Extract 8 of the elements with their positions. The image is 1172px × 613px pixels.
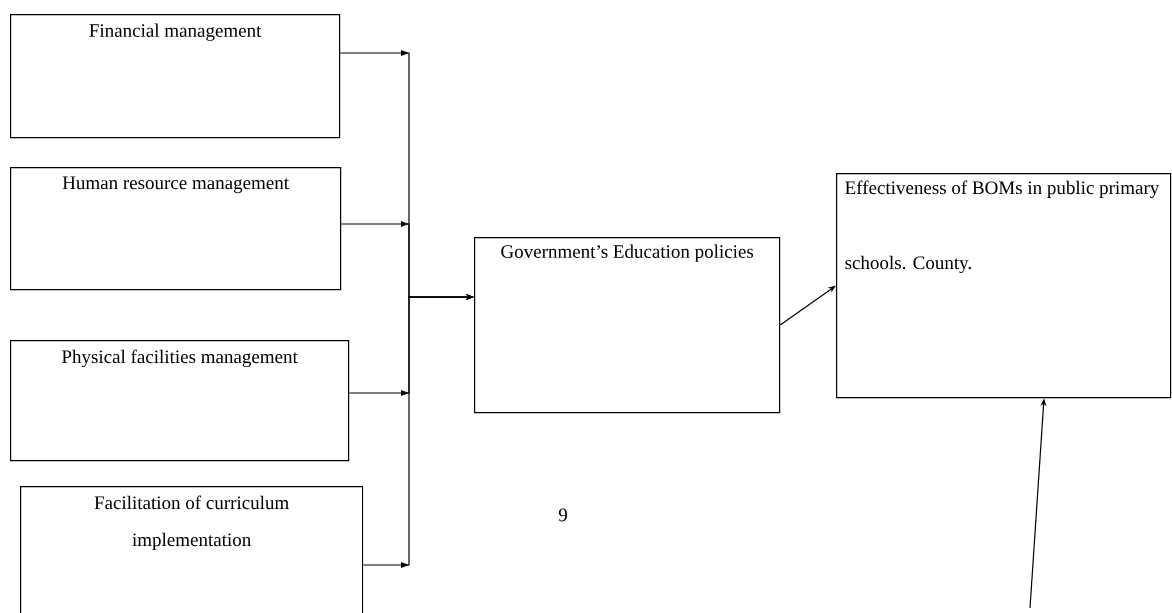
- arrow: [779, 285, 836, 326]
- process-box: Financial management: [10, 14, 341, 139]
- process-box: Effectiveness of BOMs in public primary schools. County.: [836, 173, 1172, 399]
- process-box: Human resource management: [10, 167, 342, 291]
- process-box: Physical facilities management: [10, 340, 350, 462]
- page-number: 9: [558, 508, 567, 522]
- process-box: Facilitation of curriculum implementation: [20, 486, 364, 613]
- process-box: Government’s Education policies: [474, 237, 781, 414]
